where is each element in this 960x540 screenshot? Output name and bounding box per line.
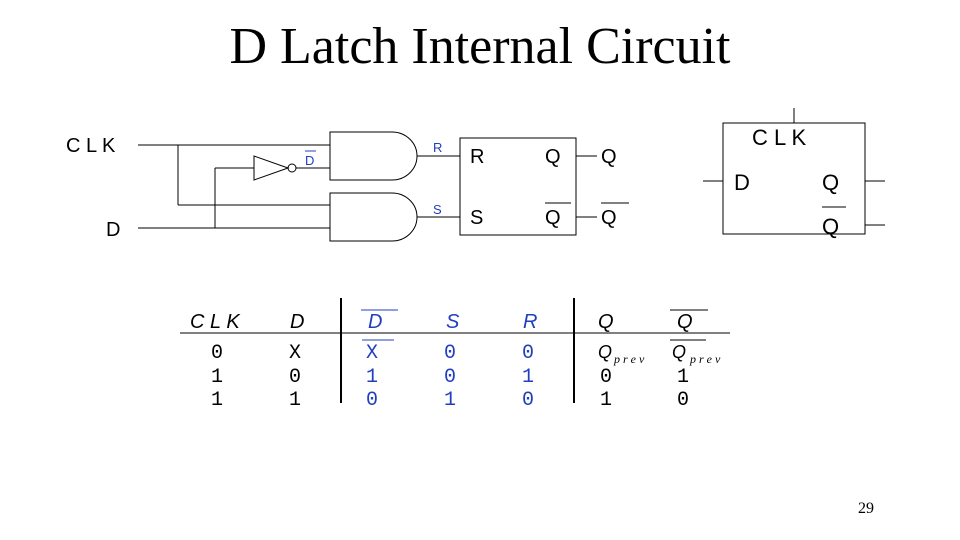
cell-r3-dbar: 0 — [366, 389, 378, 412]
cell-r2-d: 0 — [289, 366, 301, 389]
label-dbar: D — [305, 153, 314, 168]
header-s: S — [446, 311, 460, 333]
and-gate-lower — [329, 192, 418, 242]
cell-r1-q-subscript: p r e v — [613, 352, 645, 366]
cell-r2-s: 0 — [444, 366, 456, 389]
latch-q-label: Q — [545, 146, 561, 168]
page-number: 29 — [858, 500, 874, 517]
cell-r1-clk: 0 — [211, 342, 223, 365]
inverter-gate — [253, 155, 290, 181]
cell-r1-dbar: X — [366, 342, 378, 365]
output-qbar-label: Q — [601, 207, 617, 229]
cell-r3-clk: 1 — [211, 389, 223, 412]
cell-r2-dbar: 1 — [366, 366, 378, 389]
cell-r3-q: 1 — [600, 389, 612, 412]
symbol-qbar-label: Q — [822, 214, 839, 239]
latch-r-label: R — [470, 146, 484, 168]
header-clk: C L K — [190, 311, 241, 333]
header-dbar: D — [368, 311, 382, 333]
cell-r3-s: 1 — [444, 389, 456, 412]
cell-r2-clk: 1 — [211, 366, 223, 389]
header-d: D — [290, 311, 304, 333]
cell-r1-q: Q — [598, 342, 612, 362]
slide-title: D Latch Internal Circuit — [229, 18, 731, 75]
cell-r3-qbar: 0 — [677, 389, 689, 412]
header-q: Q — [598, 311, 614, 333]
symbol-q-label: Q — [822, 170, 839, 195]
cell-r3-r: 0 — [522, 389, 534, 412]
rs-latch-box — [459, 137, 577, 236]
cell-r1-r: 0 — [522, 342, 534, 365]
header-qbar: Q — [677, 311, 693, 333]
latch-s-label: S — [470, 207, 483, 229]
cell-r2-q: 0 — [600, 366, 612, 389]
cell-r1-qbar-subscript: p r e v — [689, 352, 721, 366]
symbol-d-label: D — [734, 170, 750, 195]
label-d-input: D — [106, 219, 120, 241]
symbol-clk-label: C L K — [752, 125, 807, 150]
header-r: R — [523, 311, 537, 333]
cell-r2-qbar: 1 — [677, 366, 689, 389]
and-gate-upper — [329, 131, 418, 181]
label-wire-s: S — [433, 202, 442, 217]
label-wire-r: R — [433, 140, 442, 155]
label-clk-input: C L K — [66, 135, 116, 157]
cell-r2-r: 1 — [522, 366, 534, 389]
cell-r1-d: X — [289, 342, 301, 365]
cell-r1-s: 0 — [444, 342, 456, 365]
cell-r1-qbar: Q — [672, 342, 686, 362]
latch-qbar-label: Q — [545, 207, 561, 229]
output-q-label: Q — [601, 146, 617, 168]
cell-r3-d: 1 — [289, 389, 301, 412]
